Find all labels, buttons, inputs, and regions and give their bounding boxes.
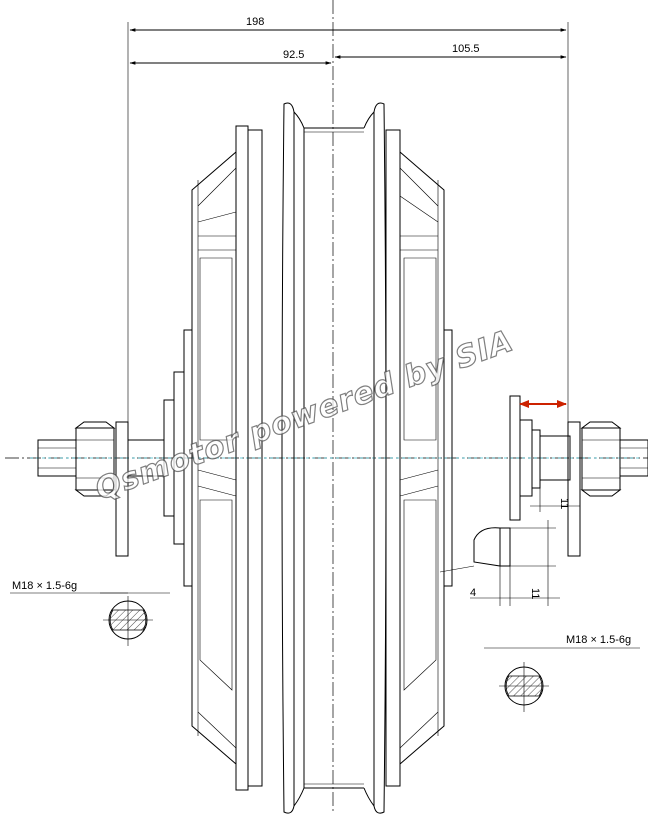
dim-11-flat-label: 11 bbox=[558, 498, 570, 509]
left-axle-assembly bbox=[37, 329, 193, 587]
dim-4-label: 4 bbox=[470, 587, 476, 599]
left-thread-callout: M18 × 1.5-6g bbox=[10, 580, 170, 646]
dimension-overall: 198 bbox=[129, 16, 567, 32]
section-detail: 4 11 bbox=[439, 520, 560, 606]
right-thread-callout: M18 × 1.5-6g bbox=[484, 634, 640, 712]
right-axle-section-icon bbox=[499, 662, 549, 712]
dimension-axle-flat: 11 bbox=[530, 488, 580, 512]
motor-hub-body bbox=[191, 102, 445, 814]
dim-198-label: 198 bbox=[246, 16, 264, 28]
dimension-left-half: 92.5 bbox=[129, 49, 332, 65]
dim-92-5-label: 92.5 bbox=[283, 49, 304, 61]
dim-105-5-label: 105.5 bbox=[452, 43, 480, 55]
dim-11-depth-label: 11 bbox=[529, 588, 541, 599]
left-thread-label: M18 × 1.5-6g bbox=[12, 580, 77, 592]
right-thread-label: M18 × 1.5-6g bbox=[566, 634, 631, 646]
dimension-right-half: 105.5 bbox=[334, 43, 567, 59]
left-axle-section-icon bbox=[103, 596, 153, 646]
